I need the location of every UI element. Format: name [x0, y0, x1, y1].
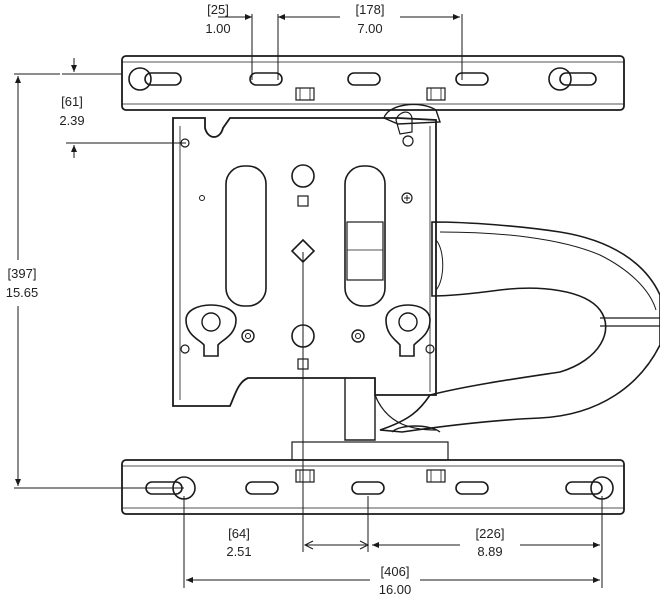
dim-top-spacing-in: 7.00	[357, 21, 382, 36]
dim-rail-offset-in: 2.39	[59, 113, 84, 128]
dim-top-spacing-mm: [178]	[356, 2, 385, 17]
dim-hole-width-in: 1.00	[205, 21, 230, 36]
articulating-arm	[379, 221, 660, 433]
dim-center-offset-mm: [64]	[228, 526, 250, 541]
dim-bottom-spacing-mm: [226]	[476, 526, 505, 541]
dim-overall-width-mm: [406]	[381, 564, 410, 579]
dimension-lines	[14, 14, 603, 588]
dim-hole-width-mm: [25]	[207, 2, 229, 17]
left-slot	[225, 165, 267, 307]
right-slot	[344, 165, 386, 307]
dimension-labels: [25] 1.00 [178] 7.00 [61] 2.39 [397] 15.…	[6, 2, 505, 597]
dim-center-offset-in: 2.51	[226, 544, 251, 559]
bottom-rail	[121, 441, 625, 515]
dim-vertical-span-in: 15.65	[6, 285, 39, 300]
dim-bottom-spacing-in: 8.89	[477, 544, 502, 559]
mounting-plate	[172, 103, 441, 441]
keyhole-left	[185, 304, 237, 357]
dim-vertical-span-mm: [397]	[8, 266, 37, 281]
dim-rail-offset-mm: [61]	[61, 94, 83, 109]
dim-overall-width-in: 16.00	[379, 582, 412, 597]
top-rail	[121, 55, 625, 111]
keyhole-right	[385, 304, 431, 357]
